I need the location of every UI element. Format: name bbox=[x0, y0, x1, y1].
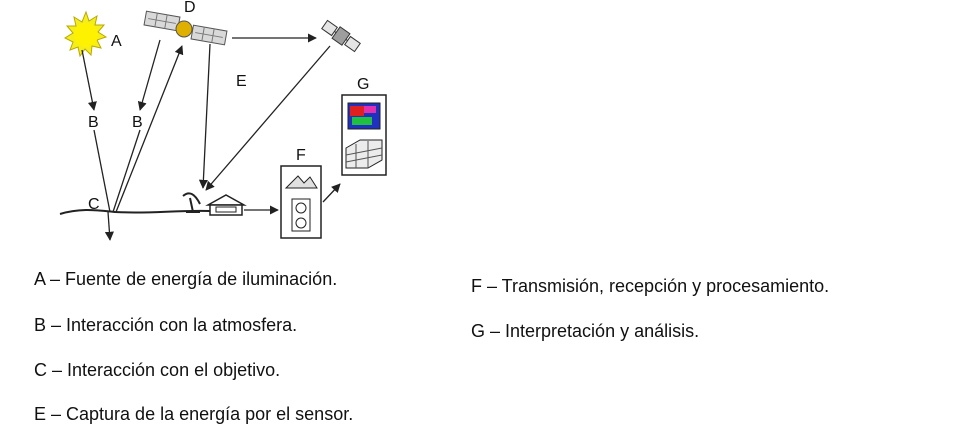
legend-item-f: F – Transmisión, recepción y procesamien… bbox=[471, 276, 830, 296]
legend-item-c: C – Interacción con el objetivo. bbox=[34, 360, 281, 380]
legend-item-a: A – Fuente de energía de iluminación. bbox=[34, 269, 338, 289]
satellite-d-icon bbox=[143, 10, 228, 46]
label-g: G bbox=[357, 76, 369, 93]
label-d: D bbox=[184, 0, 196, 16]
legend-item-e: E – Captura de la energía por el sensor. bbox=[34, 404, 354, 424]
label-a: A bbox=[111, 33, 122, 50]
ground-line bbox=[59, 209, 211, 215]
dish-antenna-icon bbox=[182, 192, 201, 213]
label-f: F bbox=[296, 147, 306, 164]
receiving-station-icon bbox=[205, 194, 247, 216]
relay-satellite-icon bbox=[321, 19, 361, 53]
energy-arrows bbox=[81, 33, 341, 241]
processing-box-icon bbox=[280, 165, 322, 239]
label-b2: B bbox=[132, 114, 143, 131]
legend-item-b: B – Interacción con la atmosfera. bbox=[34, 315, 298, 335]
analysis-box-icon bbox=[341, 94, 387, 176]
sun-icon bbox=[63, 10, 108, 58]
label-e: E bbox=[236, 73, 247, 90]
label-b1: B bbox=[88, 114, 99, 131]
legend-item-g: G – Interpretación y análisis. bbox=[471, 321, 700, 341]
remote-sensing-diagram: A B B C D E F G bbox=[59, 0, 387, 241]
label-c: C bbox=[88, 196, 100, 213]
